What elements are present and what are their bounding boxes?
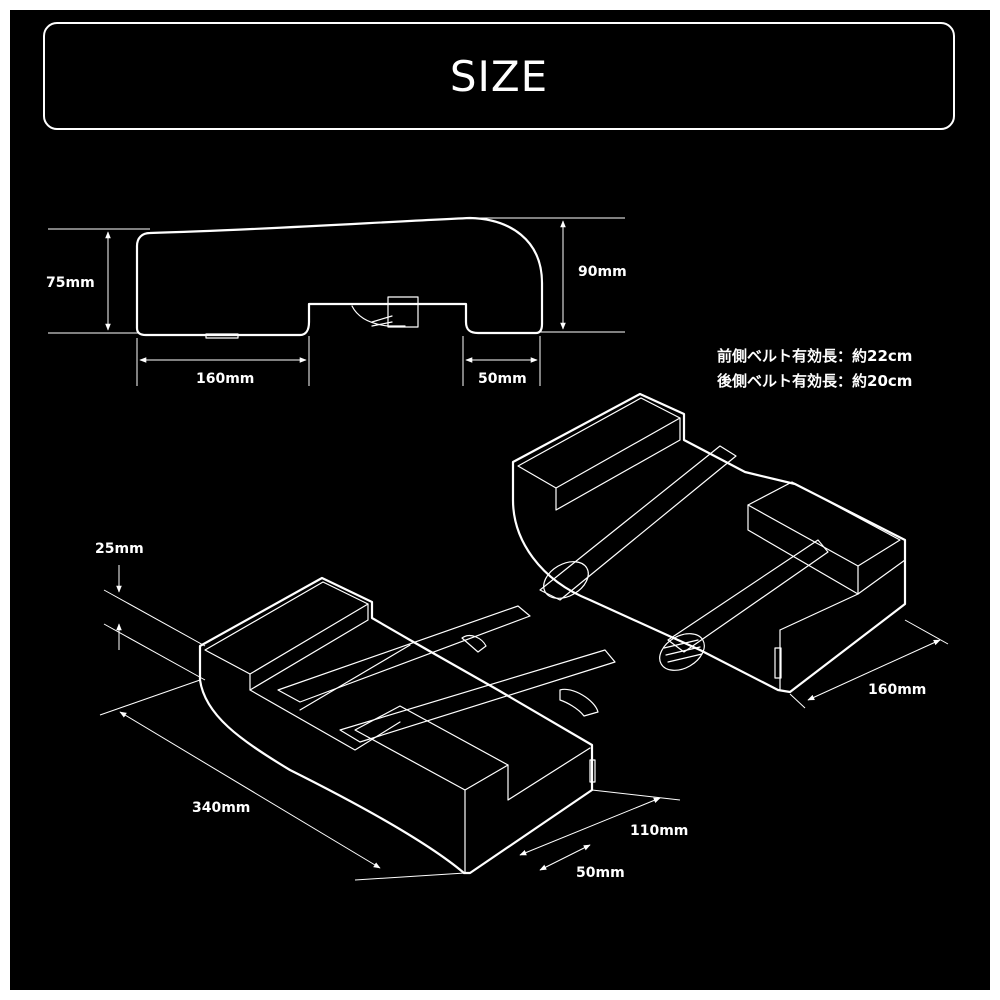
right-belt-front bbox=[667, 539, 829, 653]
left-ext-len-1 bbox=[99, 679, 201, 716]
left-dim-label-50: 50mm bbox=[576, 865, 625, 881]
right-belt-rear bbox=[539, 445, 737, 601]
right-rear-pad bbox=[517, 397, 681, 489]
left-ext-top-2 bbox=[103, 623, 206, 681]
perspective-left: 25mm 340mm 110mm 50mm bbox=[95, 541, 688, 881]
side-view: 75mm 90mm 160mm 50mm bbox=[46, 216, 627, 387]
title-box: SIZE bbox=[43, 22, 955, 130]
left-dim-line-340 bbox=[119, 711, 381, 869]
right-ext-2 bbox=[904, 619, 949, 645]
side-recess bbox=[351, 305, 406, 327]
right-buckle-front bbox=[659, 633, 705, 671]
left-body-outline bbox=[198, 576, 594, 875]
right-body-outline bbox=[511, 392, 907, 694]
side-base-tab bbox=[205, 333, 239, 339]
left-buckle-front bbox=[461, 634, 487, 653]
left-belt-front bbox=[277, 605, 531, 703]
left-ext-len-2 bbox=[354, 872, 466, 881]
side-buckle bbox=[387, 296, 419, 328]
right-dim-line-160 bbox=[807, 639, 941, 701]
right-ext-1 bbox=[789, 693, 806, 709]
right-buckle-front-slots bbox=[663, 639, 703, 663]
belt-note-rear: 後側ベルト有効長：約20cm bbox=[716, 372, 912, 390]
left-dim-label-25: 25mm bbox=[95, 541, 144, 557]
dim-label-160: 160mm bbox=[196, 371, 254, 387]
side-profile-outline bbox=[135, 216, 544, 337]
side-buckle-strap bbox=[371, 315, 393, 327]
dim-label-50: 50mm bbox=[478, 371, 527, 387]
right-front-pad bbox=[747, 481, 901, 567]
left-side-tab bbox=[589, 759, 596, 783]
belt-notes: 前側ベルト有効長：約22cm 後側ベルト有効長：約20cm bbox=[716, 347, 912, 390]
right-buckle-rear bbox=[543, 561, 589, 599]
left-rear-pad-side bbox=[464, 747, 591, 873]
dim-label-75: 75mm bbox=[46, 275, 95, 291]
perspective-right: 160mm bbox=[511, 392, 949, 709]
left-ext-w-1 bbox=[591, 789, 681, 801]
belt-note-front: 前側ベルト有効長：約22cm bbox=[717, 347, 912, 365]
left-dim-label-340: 340mm bbox=[192, 800, 250, 816]
left-dim-line-50 bbox=[539, 844, 591, 871]
page-title: SIZE bbox=[449, 51, 549, 101]
left-dim-label-110: 110mm bbox=[630, 823, 688, 839]
right-rear-pad-side bbox=[555, 417, 681, 511]
right-dim-label-160: 160mm bbox=[868, 682, 926, 698]
right-side-tab bbox=[774, 647, 782, 679]
left-buckle-rear bbox=[559, 688, 599, 717]
left-belt-rear bbox=[339, 649, 616, 743]
dim-label-90: 90mm bbox=[578, 264, 627, 280]
right-front-edge bbox=[779, 593, 859, 691]
left-front-pad bbox=[204, 581, 369, 675]
left-front-pad-side bbox=[249, 603, 369, 691]
left-ext-top-1 bbox=[103, 589, 206, 647]
